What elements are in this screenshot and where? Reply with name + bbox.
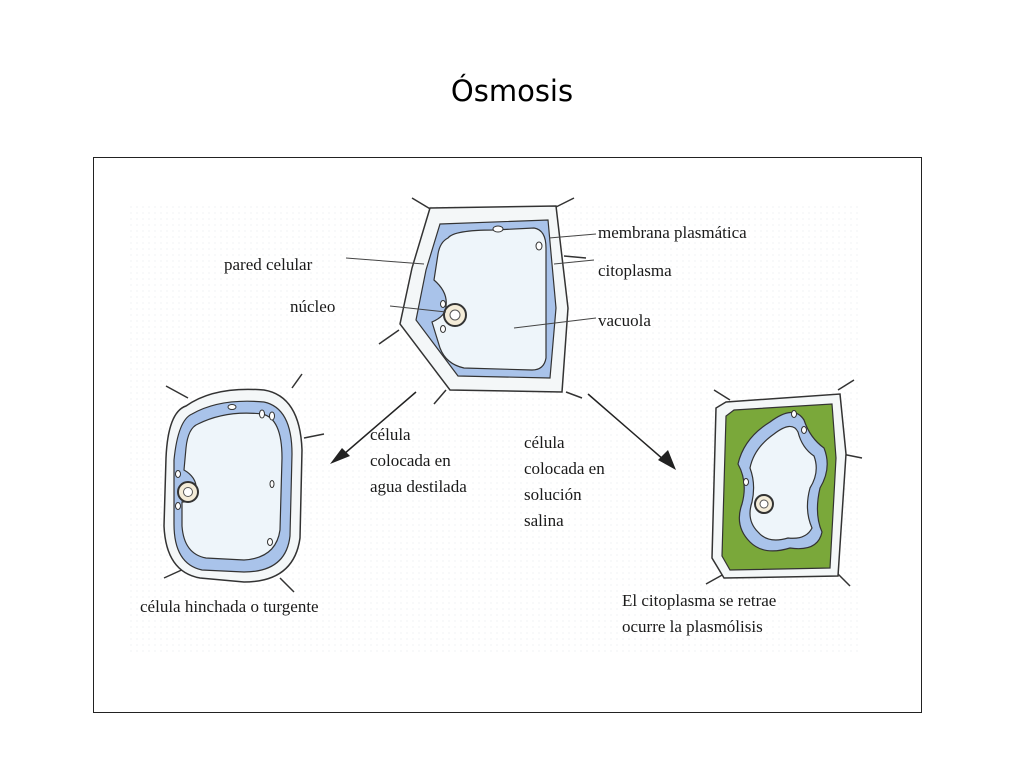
normal-cell-vacuole: [431, 227, 547, 371]
osmosis-diagram: [126, 197, 863, 654]
label-citoplasma: citoplasma: [598, 261, 672, 280]
diagram-frame: membrana plasmática citoplasma pared cel…: [93, 157, 922, 713]
label-solucion-salina-2: colocada en: [524, 459, 605, 478]
turgid-cell: [163, 373, 325, 593]
label-agua-destilada-3: agua destilada: [370, 477, 467, 496]
label-agua-destilada-1: célula: [370, 425, 411, 444]
label-solucion-salina-4: salina: [524, 511, 564, 530]
normal-cell: [378, 197, 587, 405]
label-vacuola: vacuola: [598, 311, 651, 330]
label-solucion-salina-3: solución: [524, 485, 582, 504]
plasmolysed-cell: [705, 379, 863, 587]
label-membrana-plasmatica: membrana plasmática: [598, 223, 747, 242]
arrow-to-left: [330, 391, 417, 464]
arrow-to-right: [587, 393, 676, 470]
label-agua-destilada-2: colocada en: [370, 451, 451, 470]
label-plasmolisis-1: El citoplasma se retrae: [622, 591, 777, 610]
label-nucleo: núcleo: [290, 297, 336, 316]
label-pared-celular: pared celular: [224, 255, 313, 274]
label-solucion-salina-1: célula: [524, 433, 565, 452]
slide-title: Ósmosis: [450, 74, 574, 108]
label-turgente: célula hinchada o turgente: [140, 597, 319, 616]
leader-lines: [345, 233, 597, 329]
label-plasmolisis-2: ocurre la plasmólisis: [622, 617, 763, 636]
